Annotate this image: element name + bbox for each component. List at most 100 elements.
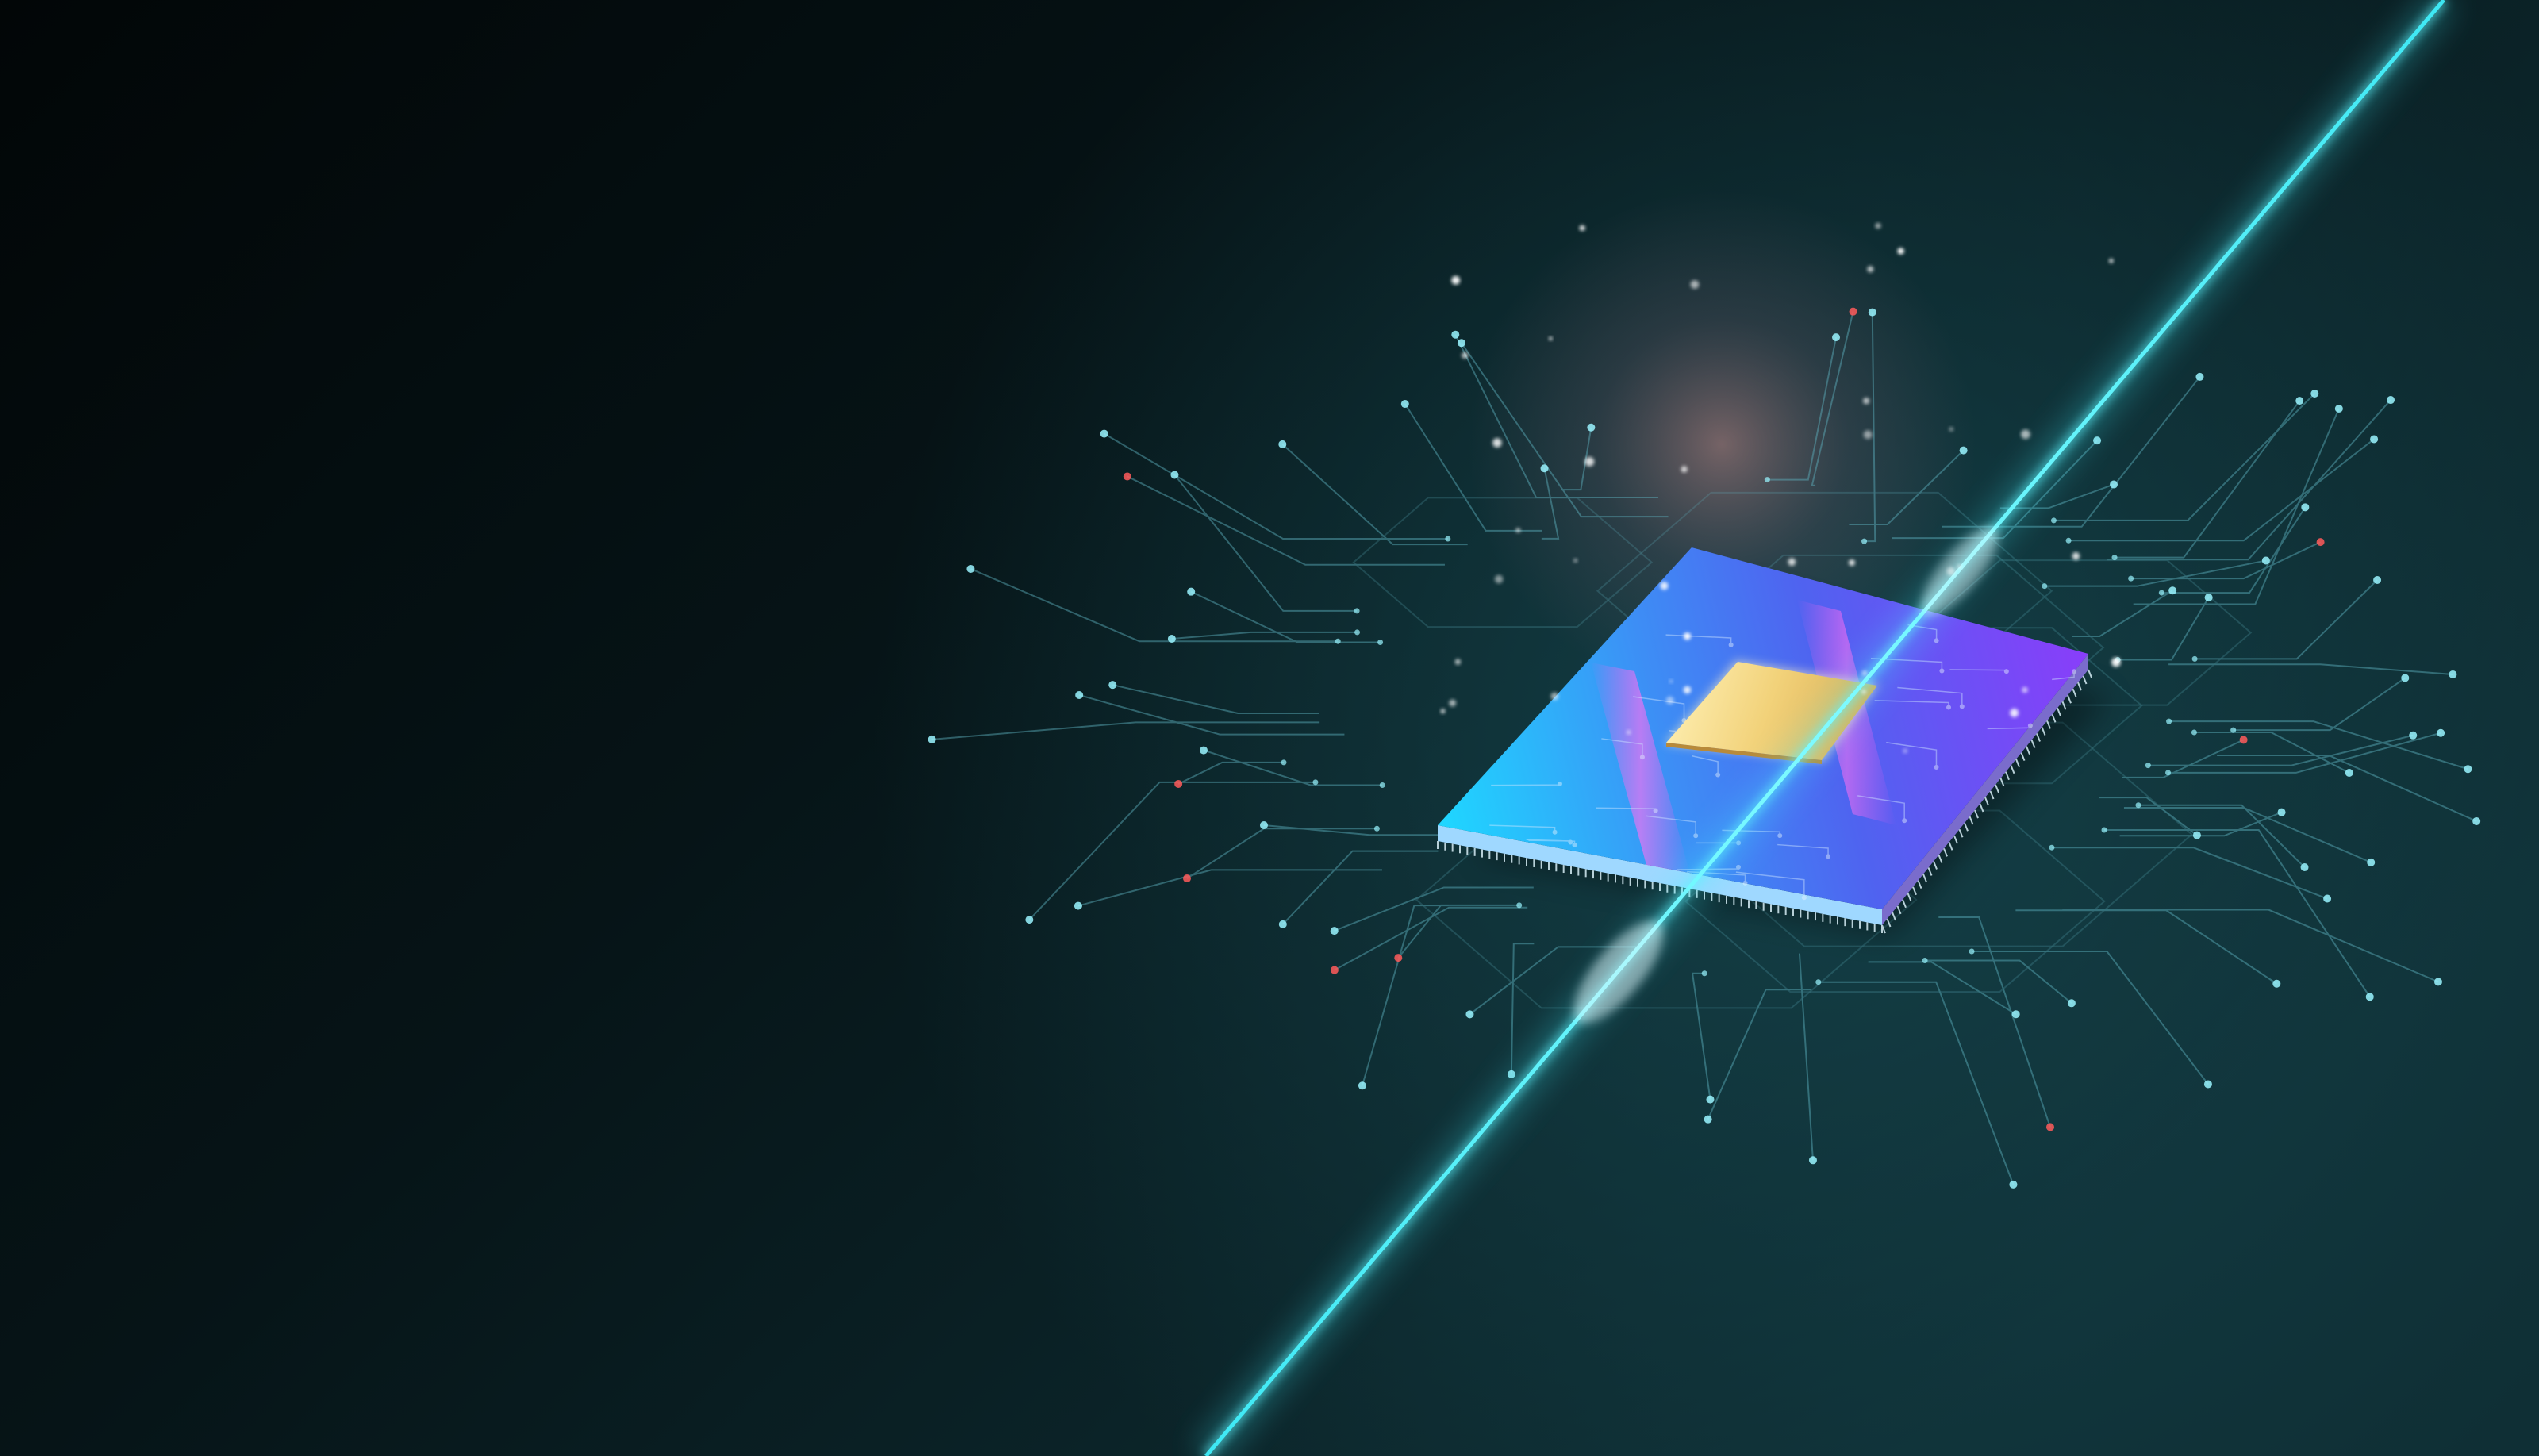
sparkle: [1454, 659, 1462, 665]
chip-trace: [1692, 755, 1719, 775]
chip-trace: [2052, 671, 2075, 681]
sparkle: [1875, 222, 1881, 229]
circuit-node: [2365, 993, 2374, 1001]
circuit-node: [2204, 594, 2213, 602]
circuit-node: [2049, 844, 2055, 851]
chip-trace-pad: [1735, 864, 1741, 870]
chip-trace-pad: [1939, 668, 1945, 674]
sparkle-group: [1440, 222, 2121, 754]
chip-trace-pad: [2003, 669, 2009, 674]
chip-stripe-left: [1591, 663, 1690, 874]
circuit-trace: [2138, 804, 2306, 868]
sparkle: [1957, 564, 1962, 570]
circuit-trace: [1767, 336, 1837, 481]
chip-trace-pad: [1934, 638, 1939, 643]
chip-trace-pad: [1653, 808, 1658, 813]
sparkle: [1903, 748, 1908, 754]
circuit-trace: [2168, 732, 2441, 774]
circuit-node: [2110, 480, 2118, 489]
sparkle: [1683, 686, 1692, 694]
sparkle: [2108, 258, 2114, 263]
chip-trace: [1949, 669, 2007, 672]
circuit-node: [1123, 472, 1131, 481]
circuit-node: [2387, 396, 2395, 405]
chip-pin: [2057, 707, 2061, 716]
circuit-hexagon: [1352, 497, 1654, 628]
chip-pin: [1927, 867, 1933, 876]
circuit-node: [2145, 763, 2151, 769]
circuit-node: [1969, 948, 1975, 955]
chip-pin: [1989, 790, 1995, 800]
chip-pin: [1964, 822, 1969, 832]
chip-trace-pad: [2027, 723, 2033, 728]
circuit-trace: [1541, 468, 1560, 540]
chip-pin: [2046, 720, 2051, 729]
chip-pin: [1969, 816, 1974, 825]
chip-trace-pad: [1552, 829, 1558, 835]
chip-trace-pad: [1693, 833, 1699, 839]
circuit-trace: [1972, 951, 2209, 1085]
circuit-trace: [2107, 399, 2391, 561]
circuit-node: [1516, 902, 1523, 909]
circuit-node: [1358, 1081, 1366, 1090]
circuit-trace: [1691, 972, 1711, 1100]
circuit-node: [2203, 1080, 2212, 1089]
circuit-node: [1704, 1115, 1712, 1124]
circuit-node: [2168, 586, 2177, 595]
circuit-trace: [2119, 811, 2282, 837]
circuit-trace: [2195, 579, 2378, 660]
sparkle: [1584, 456, 1595, 467]
circuit-trace: [2133, 408, 2340, 605]
circuit-node: [1182, 874, 1191, 883]
circuit-node: [2277, 808, 2286, 816]
circuit-node: [1330, 966, 1339, 974]
circuit-node: [2067, 999, 2076, 1008]
chip-trace-pad: [1728, 642, 1734, 647]
circuit-node: [2065, 537, 2072, 544]
chip-pin: [1912, 886, 1917, 896]
chip-pin: [2005, 771, 2010, 781]
chip-trace: [1886, 741, 1938, 768]
chip-trace-pad: [2072, 669, 2077, 674]
sparkle: [2010, 709, 2019, 717]
chip-pin: [2051, 713, 2057, 723]
circuit-trace: [2118, 597, 2210, 661]
circuit-node: [1373, 825, 1380, 832]
chip-trace-pad: [1568, 839, 1573, 845]
circuit-node: [1764, 477, 1770, 483]
sparkle: [1449, 699, 1457, 707]
chip-pin: [1886, 918, 1892, 928]
circuit-node: [1379, 782, 1385, 789]
circuit-trace: [1404, 403, 1542, 532]
chip-pin: [2082, 675, 2088, 685]
sparkle: [1669, 679, 1673, 683]
circuit-node: [1394, 954, 1403, 962]
circuit-node: [1868, 308, 1876, 317]
chip-pin: [2077, 682, 2082, 691]
sparkle: [1863, 398, 1870, 405]
chip-trace-pad: [1572, 842, 1577, 847]
circuit-node: [1200, 746, 1208, 755]
circuit-node: [2301, 503, 2310, 512]
sparkle: [1848, 559, 1855, 567]
circuit-node: [1278, 440, 1287, 448]
chip-trace: [1596, 807, 1657, 811]
chip-trace-pad: [1946, 705, 1951, 710]
sparkle: [1863, 430, 1873, 440]
chip-trace-pad: [1826, 854, 1831, 859]
chip-trace-pad: [1959, 704, 1965, 709]
circuit-node: [1100, 429, 1108, 438]
circuit-trace: [1104, 432, 1448, 540]
chip-trace-pad: [1934, 765, 1939, 770]
circuit-trace: [1925, 959, 2072, 1005]
circuit-trace: [1177, 761, 1284, 785]
circuit-trace: [2122, 739, 2245, 778]
chip-pin: [1922, 874, 1927, 882]
circuit-node: [2370, 435, 2379, 444]
circuit-trace: [2015, 909, 2277, 985]
chip-trace: [1857, 795, 1905, 821]
circuit-node: [1815, 979, 1822, 985]
